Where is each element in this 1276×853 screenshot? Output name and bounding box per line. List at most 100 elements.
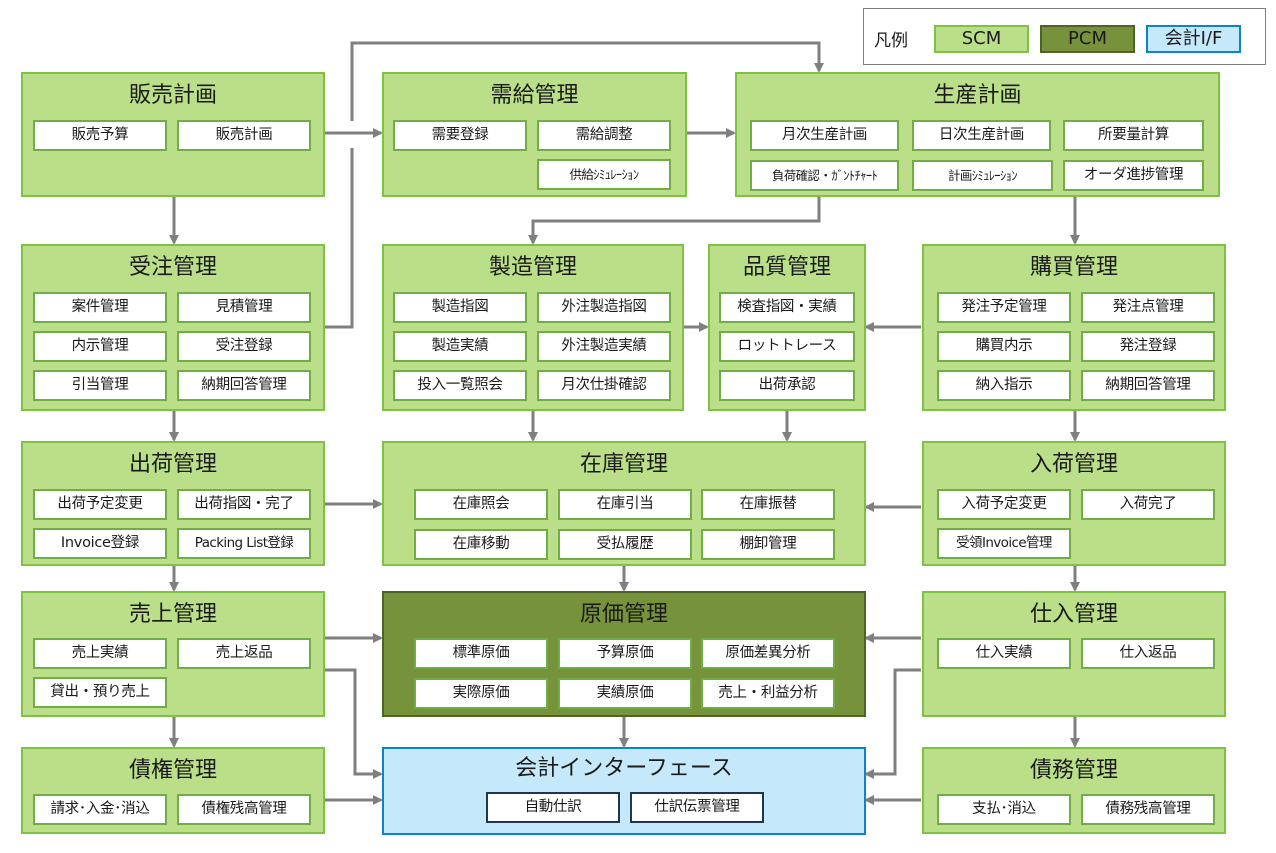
- module-sales[interactable]: 売上管理 売上実績 売上返品 貸出・預り売上: [21, 591, 325, 717]
- function-box[interactable]: 売上・利益分析: [701, 678, 835, 709]
- module-title: 在庫管理: [579, 452, 668, 477]
- function-box[interactable]: 月次仕掛確認: [537, 370, 671, 401]
- function-box[interactable]: 債務残高管理: [1081, 794, 1215, 825]
- function-box[interactable]: 受領Invoice管理: [937, 528, 1071, 559]
- function-box[interactable]: 日次生産計画: [912, 120, 1051, 151]
- function-box[interactable]: 債権残高管理: [177, 794, 311, 825]
- function-box[interactable]: 発注登録: [1081, 331, 1215, 362]
- function-box[interactable]: 受注登録: [177, 331, 311, 362]
- function-box[interactable]: 入荷完了: [1081, 489, 1215, 520]
- function-box[interactable]: 外注製造指図: [537, 292, 671, 323]
- function-box[interactable]: 在庫照会: [414, 489, 548, 520]
- function-box[interactable]: 製造実績: [393, 331, 527, 362]
- legend-label: 凡例: [874, 31, 908, 51]
- module-manufacturing[interactable]: 製造管理 製造指図 外注製造指図 製造実績 外注製造実績 投入一覧照会 月次仕掛…: [382, 244, 684, 411]
- function-box[interactable]: 棚卸管理: [701, 529, 835, 560]
- function-box[interactable]: 引当管理: [33, 370, 167, 401]
- module-cost[interactable]: 原価管理 標準原価 予算原価 原価差異分析 実際原価 実績原価 売上・利益分析: [382, 591, 866, 717]
- module-title: 売上管理: [128, 602, 217, 627]
- function-box[interactable]: 外注製造実績: [537, 331, 671, 362]
- function-box[interactable]: 販売計画: [177, 120, 311, 151]
- function-box[interactable]: 検査指図・実績: [719, 292, 855, 323]
- function-box[interactable]: 売上実績: [33, 638, 167, 669]
- function-box[interactable]: 出荷予定変更: [33, 489, 167, 520]
- function-box[interactable]: 貸出・預り売上: [33, 677, 167, 708]
- function-box[interactable]: 原価差異分析: [701, 638, 835, 669]
- module-inventory[interactable]: 在庫管理 在庫照会 在庫引当 在庫振替 在庫移動 受払履歴 棚卸管理: [382, 441, 866, 566]
- function-box[interactable]: オーダ進捗管理: [1063, 160, 1204, 191]
- function-box[interactable]: 受払履歴: [558, 529, 692, 560]
- module-receiving[interactable]: 入荷管理 入荷予定変更 入荷完了 受領Invoice管理: [922, 441, 1226, 566]
- module-accounting-interface[interactable]: 会計インターフェース 自動仕訳 仕訳伝票管理: [382, 747, 866, 835]
- module-sales-plan[interactable]: 販売計画 販売予算 販売計画: [21, 72, 325, 197]
- function-box[interactable]: 実績原価: [558, 678, 692, 709]
- function-box[interactable]: 出荷承認: [719, 370, 855, 401]
- function-box[interactable]: 標準原価: [414, 638, 548, 669]
- function-box[interactable]: 月次生産計画: [750, 120, 899, 151]
- function-box[interactable]: 購買内示: [937, 331, 1071, 362]
- function-box[interactable]: 請求･入金･消込: [33, 794, 167, 825]
- function-box[interactable]: 在庫移動: [414, 529, 548, 560]
- legend-item-accounting-if: 会計I/F: [1146, 25, 1241, 53]
- function-box[interactable]: 実際原価: [414, 678, 548, 709]
- module-title: 受注管理: [128, 255, 217, 280]
- function-box[interactable]: 在庫振替: [701, 489, 835, 520]
- module-title: 債権管理: [128, 758, 217, 783]
- module-title: 品質管理: [742, 255, 831, 280]
- function-box[interactable]: 所要量計算: [1063, 120, 1204, 151]
- function-box[interactable]: 支払･消込: [937, 794, 1071, 825]
- legend: 凡例 SCM PCM 会計I/F: [863, 8, 1266, 65]
- function-box[interactable]: 納期回答管理: [177, 370, 311, 401]
- function-box[interactable]: 販売予算: [33, 120, 167, 151]
- module-title: 製造管理: [488, 255, 577, 280]
- function-box[interactable]: 見積管理: [177, 292, 311, 323]
- function-box[interactable]: 納入指示: [937, 370, 1071, 401]
- module-title: 販売計画: [128, 83, 217, 108]
- module-title: 入荷管理: [1029, 452, 1118, 477]
- module-title: 購買管理: [1029, 255, 1118, 280]
- function-box[interactable]: 発注点管理: [1081, 292, 1215, 323]
- function-box[interactable]: 投入一覧照会: [393, 370, 527, 401]
- function-box[interactable]: Packing List登録: [177, 528, 311, 559]
- module-production-plan[interactable]: 生産計画 月次生産計画 日次生産計画 所要量計算 負荷確認・ｶﾞﾝﾄﾁｬｰﾄ 計…: [735, 72, 1220, 197]
- function-box[interactable]: 仕訳伝票管理: [630, 792, 764, 823]
- module-title: 仕入管理: [1029, 602, 1118, 627]
- function-box[interactable]: 需要登録: [393, 120, 527, 151]
- function-box[interactable]: 売上返品: [177, 638, 311, 669]
- flow-production-plan-to-manufacturing: [528, 197, 821, 245]
- legend-item-pcm: PCM: [1040, 25, 1135, 53]
- function-box[interactable]: ロットトレース: [719, 331, 855, 362]
- function-box[interactable]: Invoice登録: [33, 528, 167, 559]
- module-receivables[interactable]: 債権管理 請求･入金･消込 債権残高管理: [21, 747, 325, 834]
- legend-item-scm: SCM: [934, 25, 1029, 53]
- module-title: 債務管理: [1029, 758, 1118, 783]
- function-box[interactable]: 負荷確認・ｶﾞﾝﾄﾁｬｰﾄ: [750, 160, 899, 191]
- function-box[interactable]: 納期回答管理: [1081, 370, 1215, 401]
- module-title: 生産計画: [933, 83, 1022, 108]
- module-payables[interactable]: 債務管理 支払･消込 債務残高管理: [922, 747, 1226, 834]
- function-box[interactable]: 需給調整: [537, 120, 671, 151]
- function-box[interactable]: 発注予定管理: [937, 292, 1071, 323]
- function-box[interactable]: 供給ｼﾐｭﾚｰｼｮﾝ: [537, 159, 671, 190]
- function-box[interactable]: 自動仕訳: [486, 792, 620, 823]
- module-title: 需給管理: [490, 83, 579, 108]
- function-box[interactable]: 内示管理: [33, 331, 167, 362]
- module-supply-demand[interactable]: 需給管理 需要登録 需給調整 供給ｼﾐｭﾚｰｼｮﾝ: [382, 72, 687, 197]
- module-shipping[interactable]: 出荷管理 出荷予定変更 出荷指図・完了 Invoice登録 Packing Li…: [21, 441, 325, 566]
- function-box[interactable]: 在庫引当: [558, 489, 692, 520]
- module-title: 出荷管理: [128, 452, 217, 477]
- flow-sales-to-accounting: [325, 668, 383, 779]
- function-box[interactable]: 出荷指図・完了: [177, 489, 311, 520]
- module-quality[interactable]: 品質管理 検査指図・実績 ロットトレース 出荷承認: [708, 244, 866, 411]
- function-box[interactable]: 計画ｼﾐｭﾚｰｼｮﾝ: [912, 160, 1053, 191]
- function-box[interactable]: 仕入返品: [1081, 638, 1215, 669]
- function-box[interactable]: 予算原価: [558, 638, 692, 669]
- function-box[interactable]: 入荷予定変更: [937, 489, 1071, 520]
- function-box[interactable]: 案件管理: [33, 292, 167, 323]
- function-box[interactable]: 製造指図: [393, 292, 527, 323]
- module-order[interactable]: 受注管理 案件管理 見積管理 内示管理 受注登録 引当管理 納期回答管理: [21, 244, 325, 411]
- module-procurement[interactable]: 仕入管理 仕入実績 仕入返品: [922, 591, 1226, 717]
- module-purchasing[interactable]: 購買管理 発注予定管理 発注点管理 購買内示 発注登録 納入指示 納期回答管理: [922, 244, 1226, 411]
- function-box[interactable]: 仕入実績: [937, 638, 1071, 669]
